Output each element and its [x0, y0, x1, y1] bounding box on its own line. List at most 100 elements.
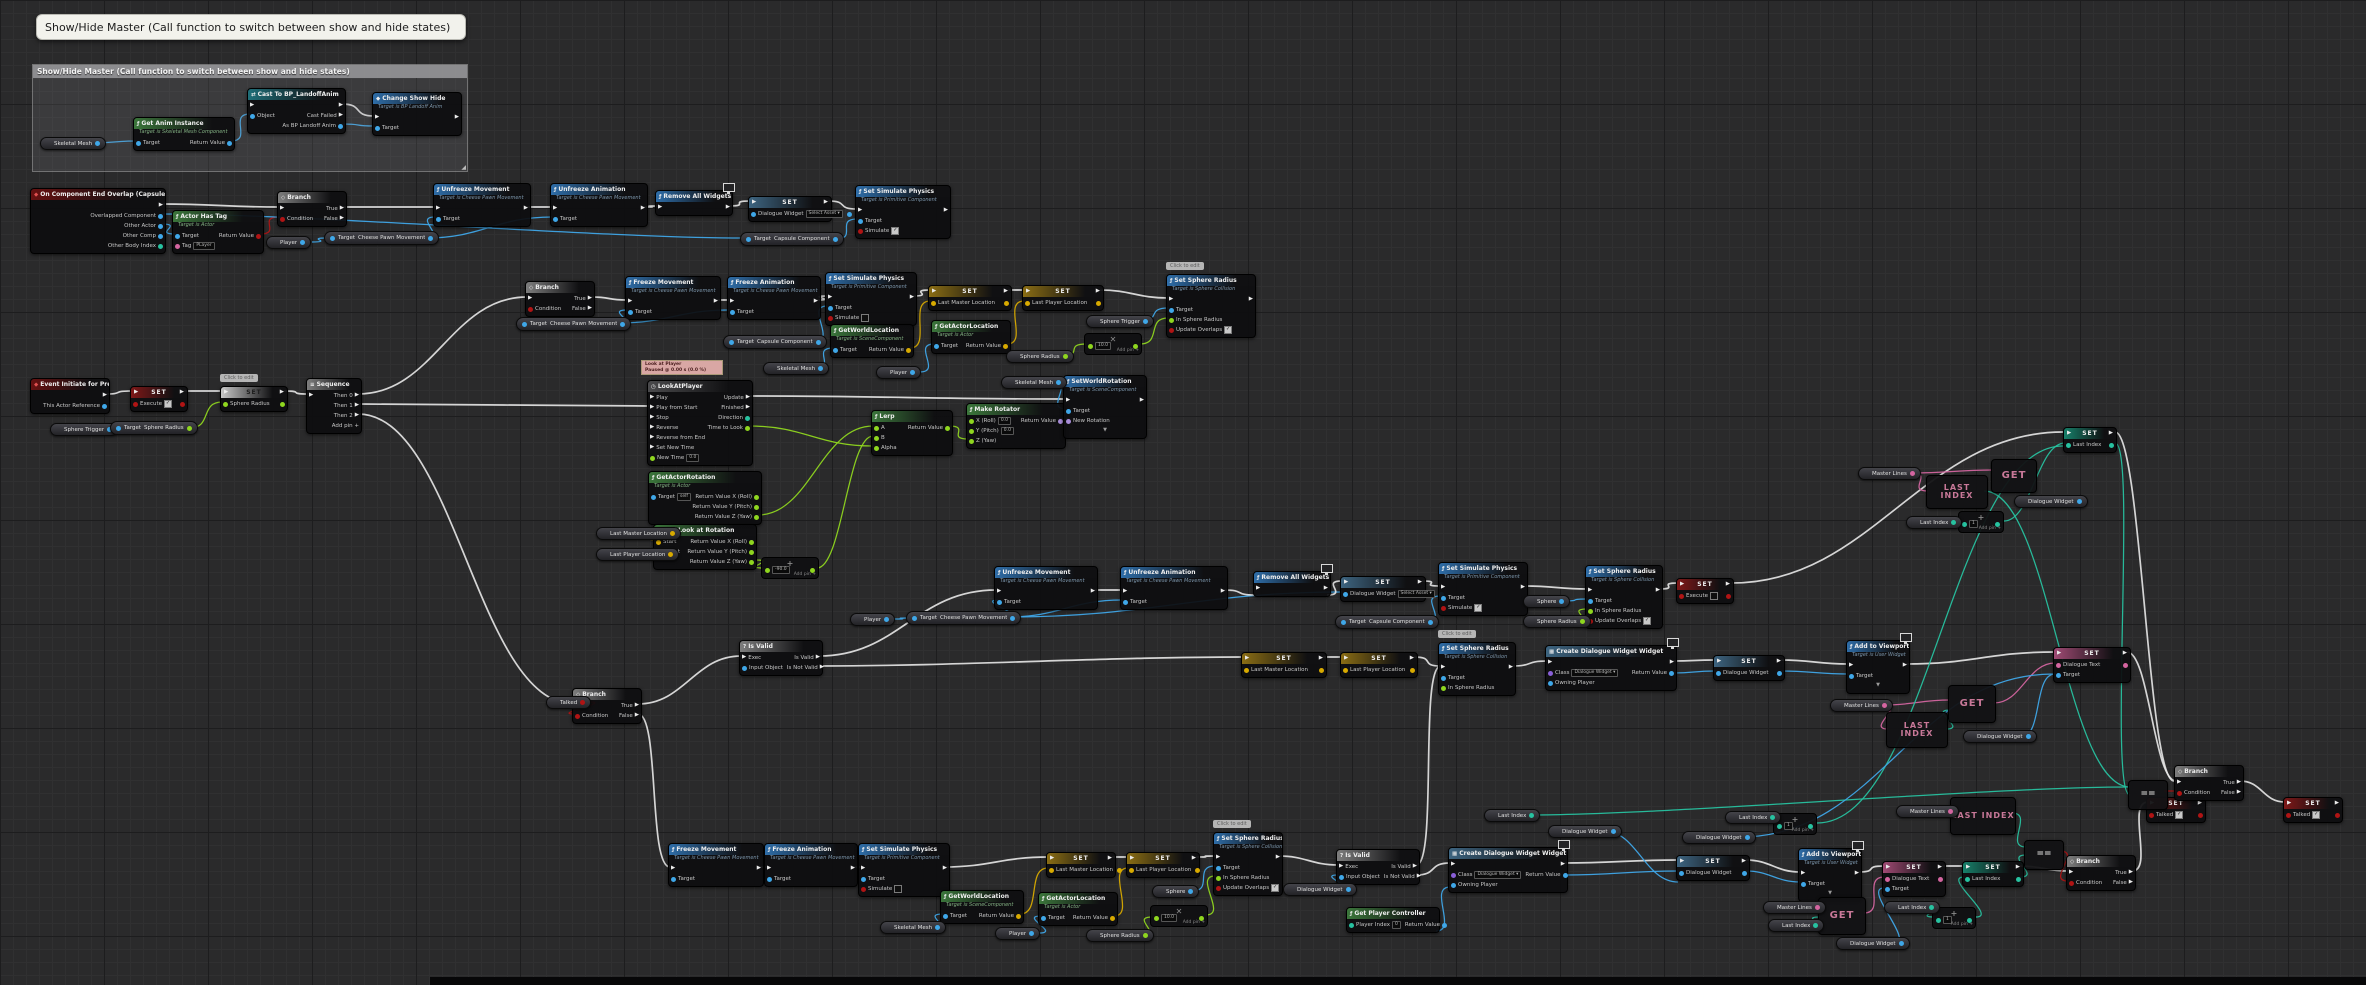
var-last-index[interactable]: Last Index: [1768, 919, 1825, 932]
exec-pin[interactable]: ▶: [745, 394, 750, 401]
exec-pin[interactable]: ▶: [650, 414, 655, 421]
checkbox[interactable]: ✓: [1474, 604, 1483, 612]
value-box[interactable]: 10.0: [1095, 342, 1112, 350]
data-pin[interactable]: [1343, 591, 1348, 597]
data-pin[interactable]: [2016, 876, 2021, 882]
var-last-index[interactable]: Last Index: [1906, 516, 1963, 529]
exec-pin[interactable]: ▶: [354, 402, 359, 409]
data-pin[interactable]: [250, 113, 255, 119]
data-pin[interactable]: [931, 300, 936, 306]
exec-pin[interactable]: ▶: [997, 588, 1002, 595]
exec-pin[interactable]: ▶: [1520, 584, 1525, 591]
exec-pin[interactable]: ▶: [309, 392, 314, 399]
exec-pin[interactable]: ▶: [1220, 588, 1225, 595]
data-pin[interactable]: [1441, 675, 1446, 681]
exec-pin[interactable]: ▶: [650, 444, 655, 451]
data-pin[interactable]: [810, 567, 815, 573]
var-sphere[interactable]: Sphere: [1523, 595, 1571, 608]
exec-pin[interactable]: ▶: [1256, 585, 1261, 592]
var-master-lines[interactable]: Master Lines: [1896, 805, 1959, 818]
data-pin[interactable]: [375, 125, 380, 131]
set-execute[interactable]: ▶SET▶Execute✓: [130, 386, 188, 412]
checkbox[interactable]: ✓: [891, 227, 900, 235]
data-pin[interactable]: [1442, 922, 1447, 928]
exec-pin[interactable]: ▶: [1966, 863, 1971, 870]
data-pin[interactable]: [874, 435, 879, 441]
data-pin[interactable]: [2069, 880, 2074, 886]
var-master-lines[interactable]: Master Lines: [1858, 467, 1921, 480]
exec-pin[interactable]: ▶: [436, 205, 441, 212]
click-to-edit-bubble[interactable]: Click to edit: [220, 374, 258, 382]
exec-pin[interactable]: ▶: [224, 388, 229, 395]
last-index-node[interactable]: LAST INDEX: [1950, 797, 2016, 835]
var-last-index[interactable]: Last Index: [1484, 809, 1541, 822]
exec-pin[interactable]: ▶: [1318, 654, 1323, 661]
data-pin[interactable]: [1216, 875, 1221, 881]
data-pin[interactable]: [934, 343, 939, 349]
var-skeletal-mesh[interactable]: Skeletal Mesh: [40, 137, 107, 150]
exec-pin[interactable]: ▶: [2128, 869, 2133, 876]
value-box[interactable]: 0.0: [686, 454, 700, 462]
checkbox[interactable]: [894, 885, 903, 893]
exec-pin[interactable]: ▶: [339, 215, 344, 222]
data-pin[interactable]: [1016, 913, 1021, 919]
exec-pin[interactable]: ▶: [102, 392, 107, 399]
data-pin[interactable]: [651, 494, 656, 500]
exec-pin[interactable]: ▶: [1680, 580, 1685, 587]
exec-pin[interactable]: ▶: [338, 112, 343, 119]
checkbox[interactable]: [861, 314, 870, 322]
checkbox[interactable]: ✓: [1643, 617, 1652, 625]
data-pin[interactable]: [1777, 823, 1782, 829]
exec-pin[interactable]: ▶: [1344, 578, 1349, 585]
data-pin[interactable]: [1096, 300, 1101, 306]
exec-pin[interactable]: ▶: [1003, 287, 1008, 294]
data-pin[interactable]: [668, 552, 674, 557]
exec-pin[interactable]: ▶: [671, 865, 676, 872]
data-pin[interactable]: [1451, 872, 1456, 878]
var-sphere[interactable]: Sphere: [1152, 885, 1200, 898]
exec-pin[interactable]: ▶: [634, 702, 639, 709]
data-pin[interactable]: [1343, 667, 1348, 673]
data-pin[interactable]: [280, 216, 285, 222]
value-box[interactable]: Dialogue Widget ▾: [1474, 871, 1522, 879]
value-box[interactable]: self: [677, 493, 691, 501]
data-pin[interactable]: [1588, 608, 1593, 614]
data-pin[interactable]: [858, 228, 863, 234]
add-pin-label[interactable]: Add pin +: [1978, 526, 2001, 531]
data-pin[interactable]: [754, 504, 759, 510]
exec-pin[interactable]: ▶: [1090, 588, 1095, 595]
var-player[interactable]: Player: [876, 366, 922, 379]
exec-pin[interactable]: ▶: [354, 392, 359, 399]
value-box[interactable]: 1: [1943, 916, 1952, 924]
data-pin[interactable]: [256, 233, 261, 239]
var-dialogue-widget[interactable]: Dialogue Widget: [1548, 825, 1622, 838]
exec-pin[interactable]: ▶: [650, 404, 655, 411]
data-pin[interactable]: [2123, 662, 2128, 668]
exec-pin[interactable]: ▶: [2236, 779, 2241, 786]
set-last-player-location[interactable]: ▶SET▶Last Player Location: [1340, 652, 1418, 678]
data-pin[interactable]: [765, 567, 770, 573]
exec-pin[interactable]: ▶: [1409, 654, 1414, 661]
data-pin[interactable]: [1579, 619, 1585, 624]
data-pin[interactable]: [1881, 703, 1887, 708]
data-pin[interactable]: [1117, 867, 1122, 873]
value-box[interactable]: 0.0: [1000, 427, 1014, 435]
set-last-index[interactable]: ▶SET▶Last Index: [2063, 427, 2117, 453]
data-pin[interactable]: [754, 494, 759, 500]
equals-node[interactable]: ==: [2024, 840, 2064, 870]
